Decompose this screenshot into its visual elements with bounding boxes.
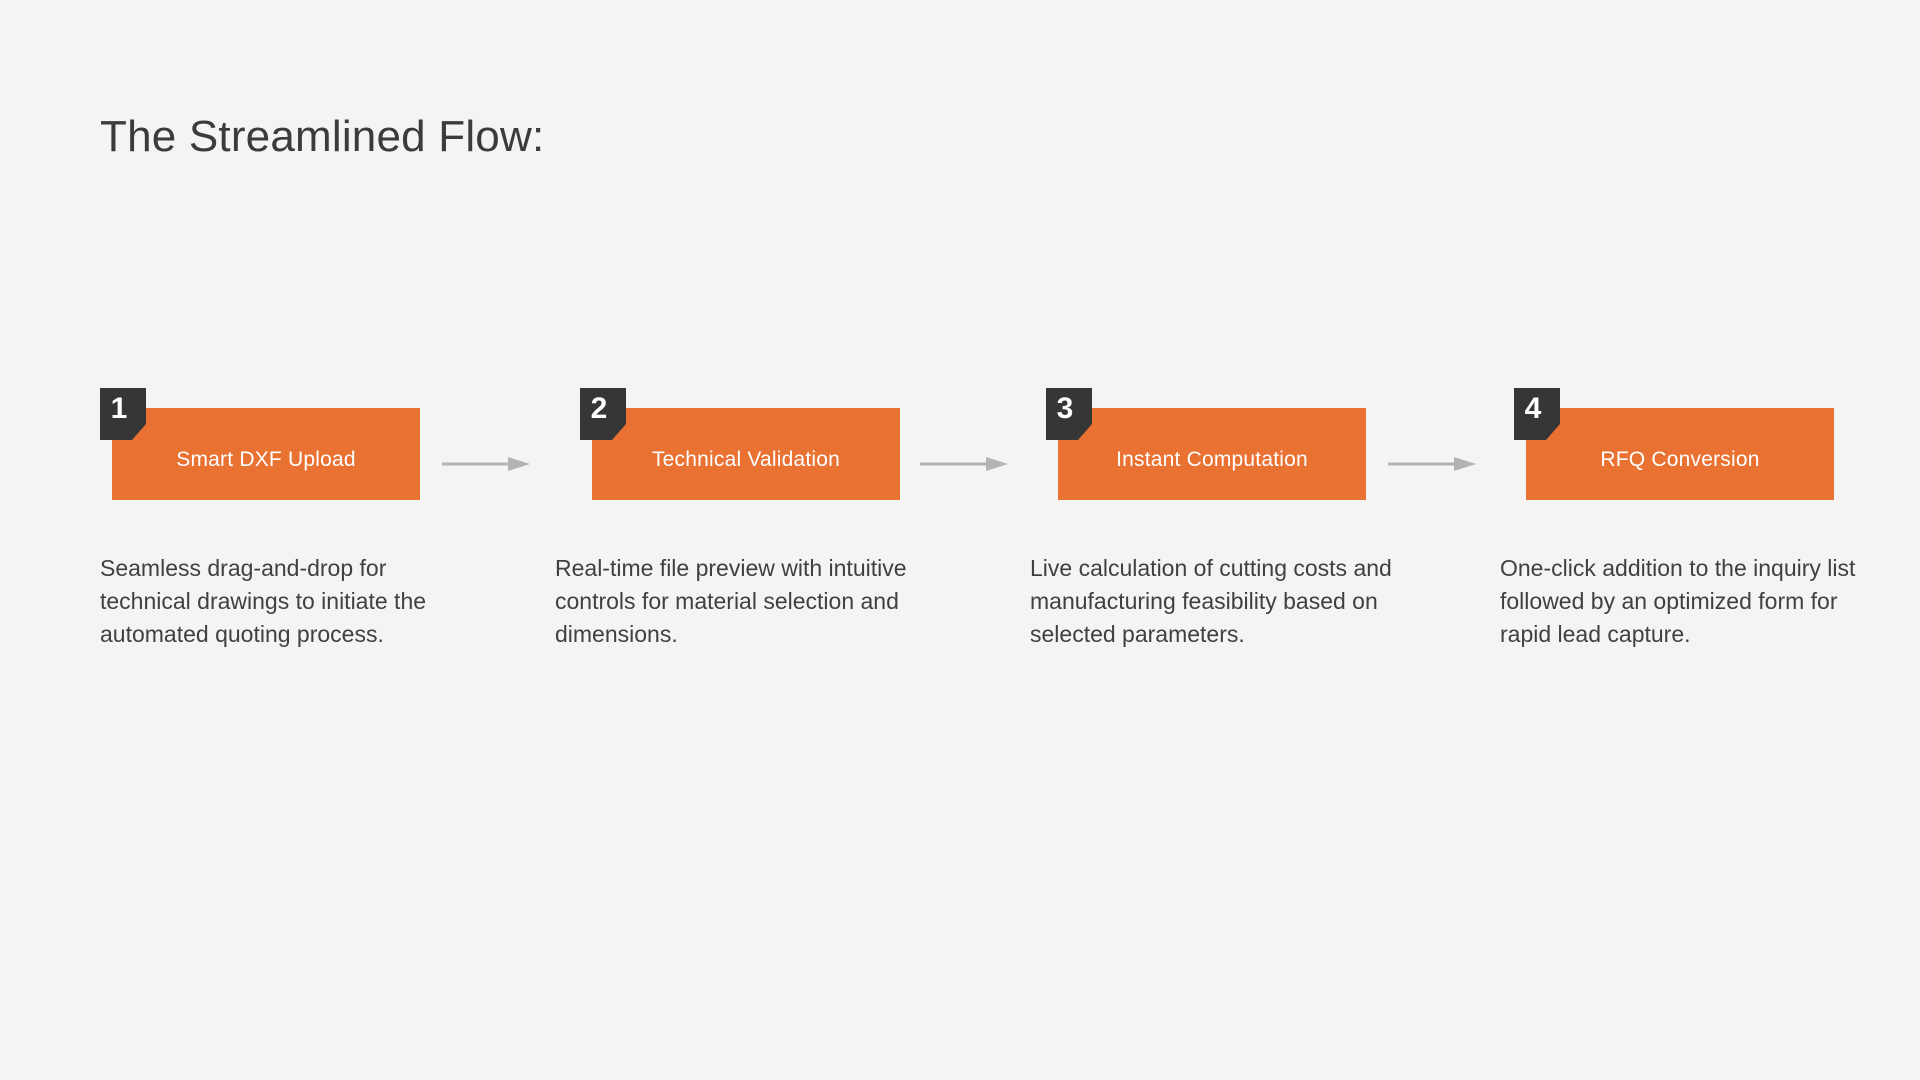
step-card-label-4: RFQ Conversion: [1600, 448, 1760, 471]
arrow-step1-to-step2-icon: [442, 456, 530, 472]
step-number-badge-3: 3: [1046, 388, 1092, 440]
step-number-badge-1: 1: [100, 388, 146, 440]
step-number-3: 3: [1056, 392, 1074, 425]
step-card-label-1: Smart DXF Upload: [176, 448, 356, 471]
flow-step-4[interactable]: RFQ Conversion 4: [1514, 388, 1834, 508]
step-card-label-3: Instant Computation: [1116, 448, 1308, 471]
step-number-1: 1: [110, 392, 128, 425]
flow-step-3[interactable]: Instant Computation 3: [1046, 388, 1366, 508]
step-number-badge-4: 4: [1514, 388, 1560, 440]
step-description-4: One-click addition to the inquiry list f…: [1500, 555, 1856, 647]
step-description-2: Real-time file preview with intuitive co…: [555, 555, 907, 647]
step-card-3[interactable]: Instant Computation: [1058, 408, 1366, 500]
step-card-4[interactable]: RFQ Conversion: [1526, 408, 1834, 500]
page-title: The Streamlined Flow:: [100, 112, 545, 161]
flow-step-1[interactable]: Smart DXF Upload 1: [100, 388, 420, 508]
step-description-3: Live calculation of cutting costs and ma…: [1030, 555, 1392, 647]
flow-step-2[interactable]: Technical Validation 2: [580, 388, 900, 508]
step-number-badge-2: 2: [580, 388, 626, 440]
flow-steps-row: Smart DXF Upload 1 Technical Validation …: [0, 388, 1920, 508]
step-number-2: 2: [590, 392, 608, 425]
step-card-label-2: Technical Validation: [651, 448, 841, 471]
arrow-step2-to-step3-icon: [920, 456, 1008, 472]
step-number-4: 4: [1524, 392, 1542, 425]
step-description-1: Seamless drag-and-drop for technical dra…: [100, 555, 427, 647]
step-card-1[interactable]: Smart DXF Upload: [112, 408, 420, 500]
arrow-step3-to-step4-icon: [1388, 456, 1476, 472]
step-card-2[interactable]: Technical Validation: [592, 408, 900, 500]
